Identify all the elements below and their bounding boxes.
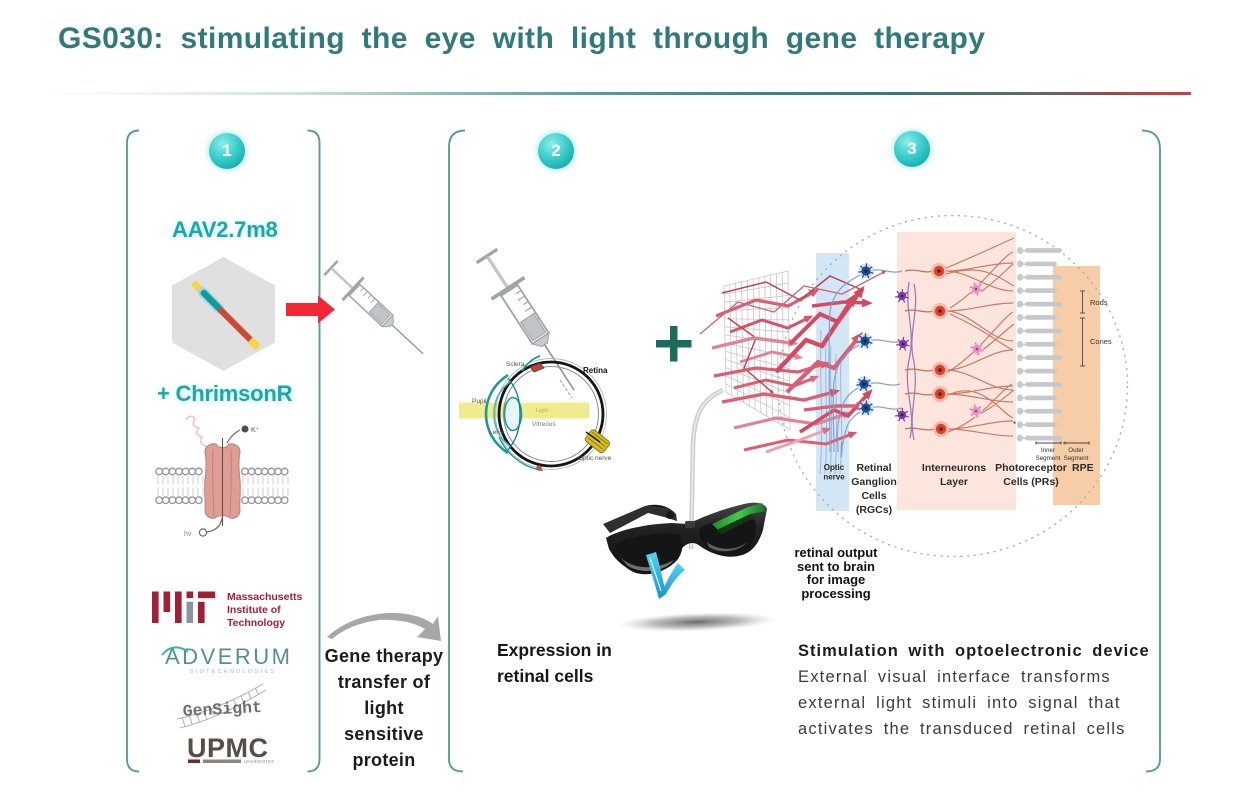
svg-text:Rods: Rods	[1090, 298, 1108, 307]
svg-text:Light: Light	[536, 408, 548, 414]
svg-text:Optic nerve: Optic nerve	[578, 455, 612, 462]
svg-text:UNIVERSITES: UNIVERSITES	[244, 759, 274, 764]
svg-text:GenSight: GenSight	[182, 698, 262, 721]
svg-text:Retina: Retina	[583, 366, 608, 375]
svg-text:Technology: Technology	[227, 617, 285, 629]
svg-text:Inner: Inner	[1041, 447, 1055, 454]
svg-text:RPE: RPE	[1072, 462, 1094, 474]
svg-text:nerve: nerve	[823, 473, 845, 482]
svg-text:Segment: Segment	[1064, 455, 1089, 462]
svg-text:Retinal: Retinal	[856, 462, 891, 474]
svg-text:Layer: Layer	[940, 476, 968, 488]
svg-text:Cells: Cells	[861, 490, 886, 502]
svg-text:Segment: Segment	[1036, 455, 1061, 462]
svg-text:Outer: Outer	[1068, 447, 1083, 454]
svg-text:Pupil: Pupil	[472, 398, 487, 405]
svg-text:(RGCs): (RGCs)	[856, 504, 892, 516]
svg-text:Optic: Optic	[824, 463, 845, 472]
svg-text:BIOTECHNOLOGIES: BIOTECHNOLOGIES	[190, 669, 276, 675]
svg-text:*: *	[1013, 420, 1016, 429]
svg-text:Massachusetts: Massachusetts	[227, 591, 302, 603]
svg-text:UPMC: UPMC	[187, 733, 269, 763]
svg-text:K⁺: K⁺	[251, 427, 260, 434]
svg-text:Cells (PRs): Cells (PRs)	[1003, 476, 1058, 488]
svg-text:Sclera: Sclera	[506, 361, 525, 368]
svg-text:Vitreous: Vitreous	[532, 421, 556, 428]
svg-text:Ganglion: Ganglion	[851, 476, 897, 488]
svg-text:Lens: Lens	[489, 429, 504, 436]
svg-text:Photoreceptor: Photoreceptor	[995, 462, 1067, 474]
svg-text:Institute of: Institute of	[227, 604, 281, 616]
svg-text:Interneurons: Interneurons	[922, 462, 986, 474]
svg-text:Cones: Cones	[1090, 337, 1112, 346]
svg-text:hv: hv	[184, 531, 192, 538]
svg-text:ADVERUM: ADVERUM	[165, 644, 293, 669]
